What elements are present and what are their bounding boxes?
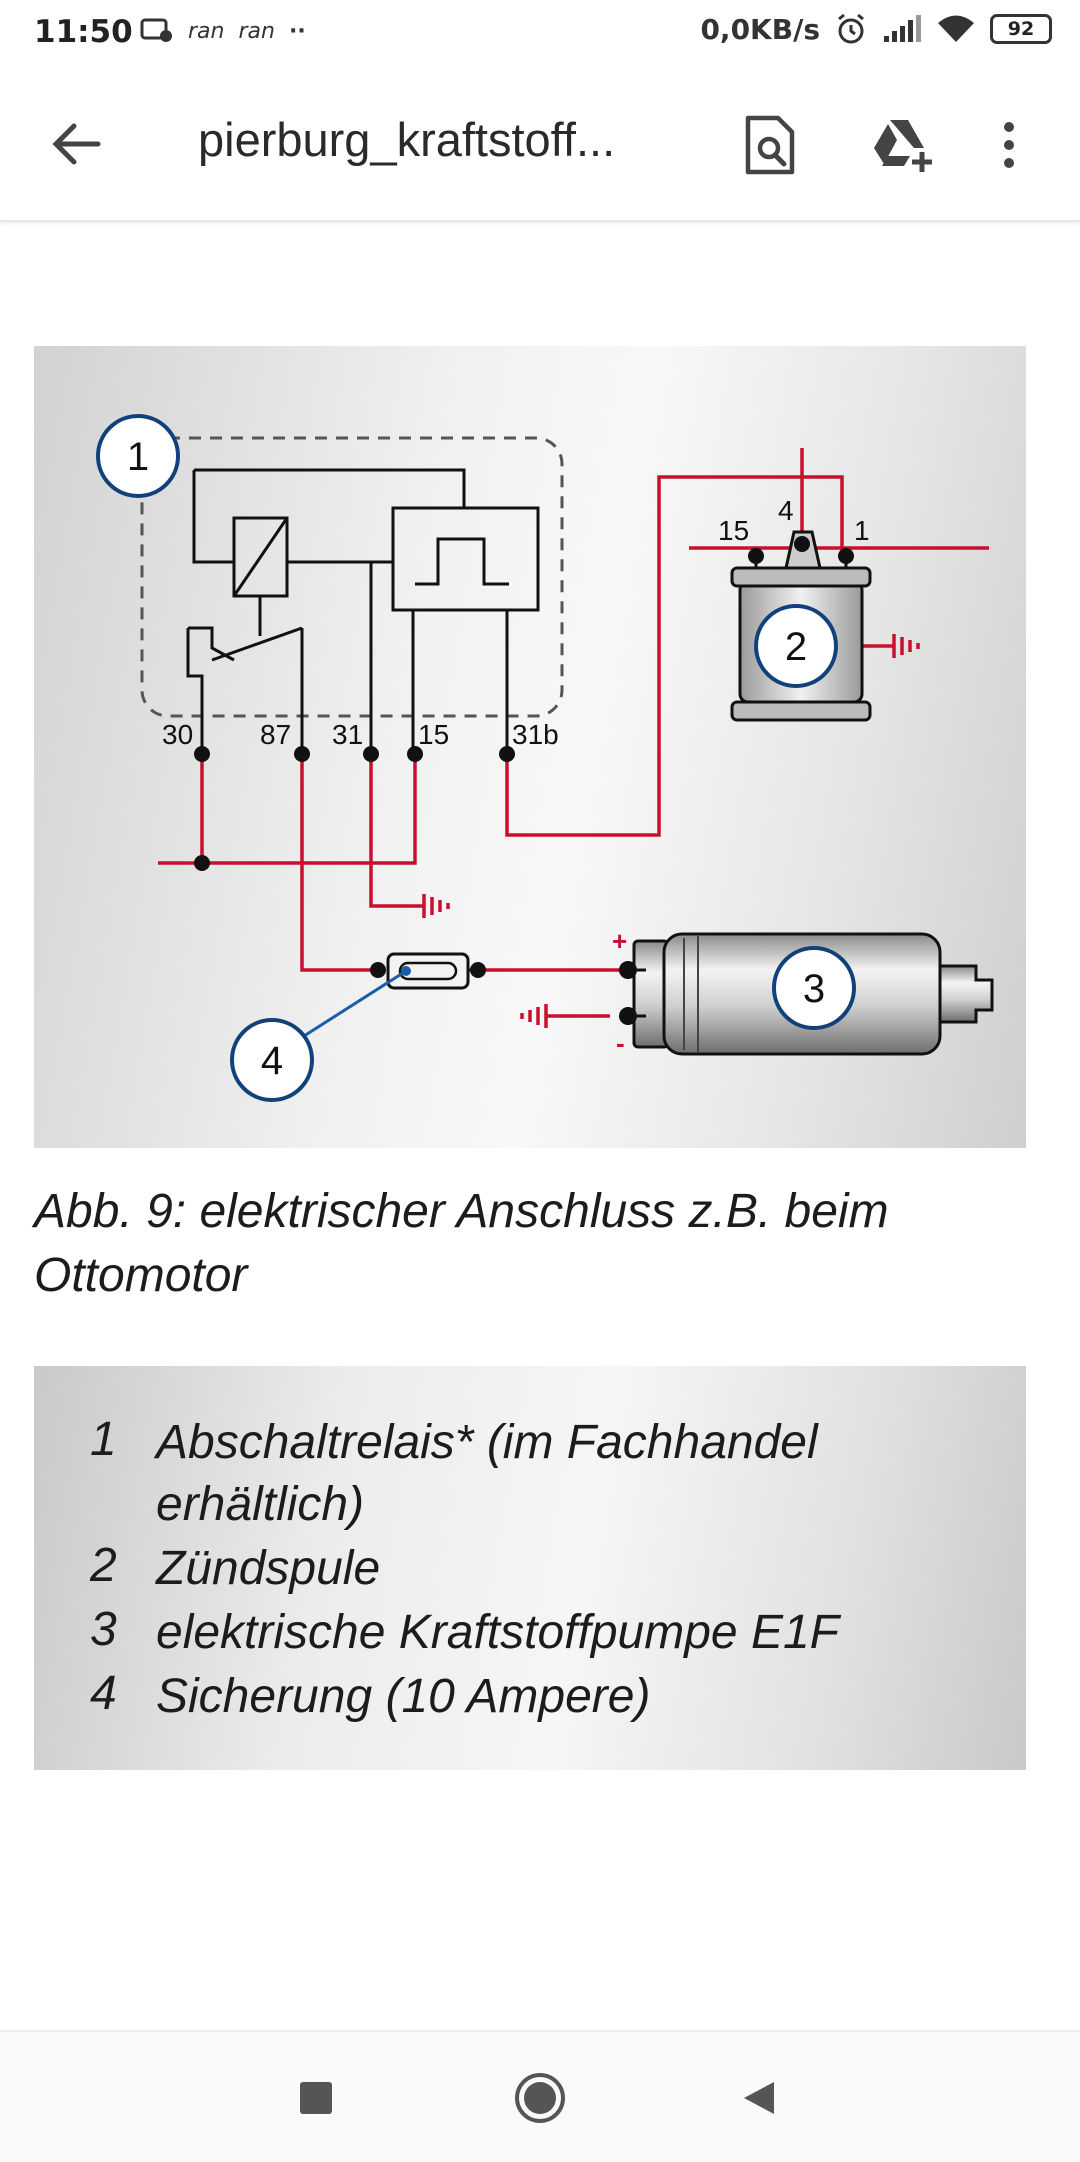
legend-text: elektrische Kraftstoffpumpe E1F xyxy=(156,1606,839,1659)
svg-text:2: 2 xyxy=(785,625,807,669)
home-button[interactable] xyxy=(510,2068,570,2128)
relay-pin-87: 87 xyxy=(260,719,291,750)
save-to-drive-button[interactable] xyxy=(868,110,938,180)
coil-pin-1: 1 xyxy=(854,515,870,546)
legend-text: Sicherung (10 Ampere) xyxy=(156,1670,651,1723)
svg-text:4: 4 xyxy=(261,1039,283,1083)
ground-symbols xyxy=(422,634,920,1028)
notification-more: ·· xyxy=(288,18,306,44)
legend-text: Abschaltrelais* (im Fachhandel erhältlic… xyxy=(156,1416,818,1531)
relay-pin-dots xyxy=(194,746,515,871)
battery-icon: 92 xyxy=(990,14,1052,44)
svg-text:3: 3 xyxy=(803,967,825,1011)
more-options-button[interactable] xyxy=(984,110,1034,180)
back-triangle-icon xyxy=(744,2082,774,2114)
callout-3: 3 xyxy=(772,946,856,1030)
legend-number: 1 xyxy=(90,1413,117,1466)
figure-caption: Abb. 9: elektrischer Anschluss z.B. beim… xyxy=(34,1185,889,1302)
svg-text:1: 1 xyxy=(127,435,149,479)
legend-number: 2 xyxy=(90,1539,117,1592)
recents-button[interactable] xyxy=(286,2068,346,2128)
status-bar: 11:50 ran ran ·· 0,0KB/s 92 xyxy=(0,0,1080,66)
home-circle-icon xyxy=(515,2073,565,2123)
signal-icon xyxy=(884,15,921,42)
coil-pin-15: 15 xyxy=(718,515,749,546)
network-speed: 0,0KB/s xyxy=(700,12,820,46)
external-wiring xyxy=(158,448,989,1018)
battery-level: 92 xyxy=(1007,18,1035,40)
legend-number: 3 xyxy=(90,1603,117,1656)
status-time: 11:50 xyxy=(34,14,133,50)
legend-text: Zündspule xyxy=(156,1542,381,1595)
back-nav-button[interactable] xyxy=(730,2068,790,2128)
drive-add-icon xyxy=(874,120,932,172)
notification-icons: ran ran ·· xyxy=(140,16,306,46)
message-icon xyxy=(140,18,172,42)
relay-pin-30: 30 xyxy=(162,719,193,750)
callout-2: 2 xyxy=(754,604,838,688)
back-button[interactable] xyxy=(44,112,108,176)
relay-pin-15: 15 xyxy=(418,719,449,750)
system-navigation-bar xyxy=(0,2030,1080,2162)
pump-terminal-minus: - xyxy=(616,1028,625,1058)
more-vert-icon xyxy=(1004,122,1014,168)
relay-internal-circuit xyxy=(186,468,540,760)
relay-pin-31b: 31b xyxy=(512,719,559,750)
callout-1: 1 xyxy=(96,414,180,498)
app-bar: pierburg_kraftstoff... xyxy=(0,66,1080,222)
alarm-icon xyxy=(838,13,864,44)
wiring-diagram: 30 87 31 15 31b 15 4 1 xyxy=(34,346,1026,1148)
document-title: pierburg_kraftstoff... xyxy=(198,113,616,166)
legend-box: 1 Abschaltrelais* (im Fachhandel erhältl… xyxy=(34,1366,1026,1770)
pump-terminal-plus: + xyxy=(612,926,627,956)
legend-item: 3 elektrische Kraftstoffpumpe E1F xyxy=(90,1602,916,1664)
fuse xyxy=(370,952,486,990)
wiring-diagram-svg: 30 87 31 15 31b 15 4 1 xyxy=(96,414,994,1102)
legend-item: 1 Abschaltrelais* (im Fachhandel erhältl… xyxy=(90,1412,916,1536)
search-in-document-button[interactable] xyxy=(735,110,805,180)
back-arrow-icon xyxy=(52,123,101,165)
notification-app-b: ran xyxy=(238,18,275,44)
relay-housing xyxy=(140,436,564,718)
callout-4: 4 xyxy=(230,1018,314,1102)
recents-square-icon xyxy=(300,2082,332,2114)
legend-item: 2 Zündspule xyxy=(90,1538,916,1600)
legend-item: 4 Sicherung (10 Ampere) xyxy=(90,1666,916,1728)
wifi-icon xyxy=(938,15,974,42)
relay-pin-31: 31 xyxy=(332,719,363,750)
legend-number: 4 xyxy=(90,1667,117,1720)
coil-pin-4: 4 xyxy=(778,495,794,526)
search-in-document-icon xyxy=(745,115,795,175)
notification-app-a: ran xyxy=(188,18,225,44)
